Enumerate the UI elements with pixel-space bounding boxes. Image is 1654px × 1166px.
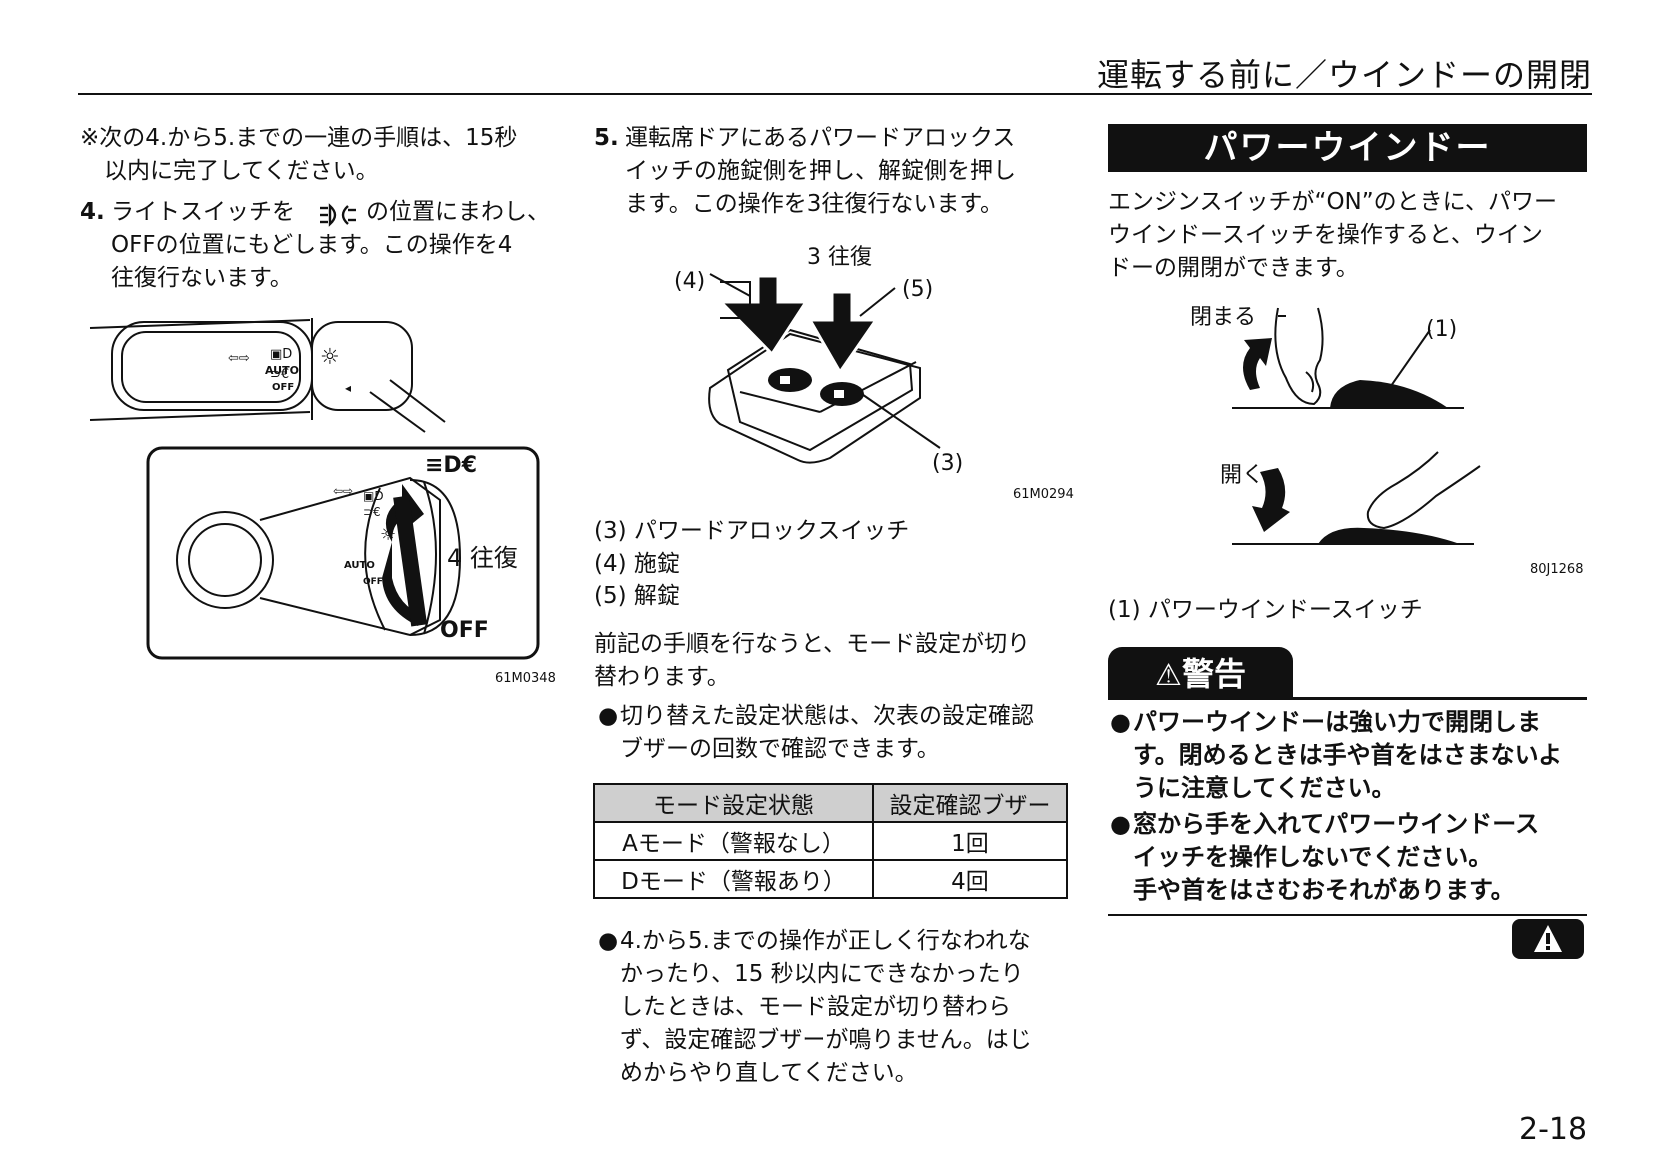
headlight-icon: [320, 203, 356, 227]
svg-text:⇦⇨: ⇦⇨: [228, 351, 250, 366]
fig2-code: 61M0294: [1013, 487, 1074, 502]
step-5-number: 5.: [594, 125, 619, 151]
table-header-row: モード設定状態 設定確認ブザー: [593, 783, 1068, 823]
fig3-callout-1: (1): [1426, 317, 1457, 342]
power-window-switch-figure: 閉まる (1) 開く: [1190, 305, 1481, 545]
fig3-close-label: 閉まる: [1190, 305, 1256, 330]
warning-1-line-1: パワーウインドーは強い力で開閉しま: [1133, 708, 1541, 736]
bullet-2-line-5: めからやり直してください。: [620, 1060, 918, 1086]
svg-text:≡D€: ≡D€: [425, 453, 477, 478]
step-5-line-1: 運転席ドアにあるパワードアロックス: [625, 125, 1016, 151]
step-4-line-1a: ライトスイッチを: [111, 199, 295, 225]
bullet-2-line-2: かったり、15 秒以内にできなかったり: [620, 961, 1024, 987]
note-line-1: ※次の4.から5.までの一連の手順は、15秒: [80, 125, 518, 151]
warning-end-mark: [1512, 919, 1584, 959]
section-title: パワーウインドー: [1108, 124, 1587, 172]
fig2-callout-3: (3): [932, 451, 963, 476]
bullet-1-dot: ●: [598, 703, 619, 729]
fig1-auto-label: AUTO: [265, 364, 299, 377]
svg-text:⇦⇨: ⇦⇨: [333, 484, 353, 498]
intro-line-3: ドーの開閉ができます。: [1108, 255, 1359, 281]
warning-rule-bottom: [1108, 914, 1587, 916]
svg-text:◂: ◂: [345, 381, 351, 395]
svg-text:☼: ☼: [320, 345, 340, 370]
legend-item-4: (4) 施錠: [594, 551, 680, 577]
warning-1-line-3: うに注意してください。: [1133, 774, 1396, 802]
warning-2-line-1: 窓から手を入れてパワーウインドース: [1133, 810, 1540, 838]
table-row: Dモード（警報あり） 4回: [593, 859, 1068, 899]
bullet-2-line-4: ず、設定確認ブザーが鳴りません。はじ: [620, 1027, 1032, 1053]
note-line-2: 以内に完了してください。: [104, 158, 379, 184]
step-4-line-3: 往復行ないます。: [111, 265, 293, 291]
bullet-1-line-1: 切り替えた設定状態は、次表の設定確認: [620, 703, 1034, 729]
light-switch-figure: ⇦⇨ ▣D ⊃€ ☼ ◂ ⇦⇨ ▣D ⊃€ ☼ ≡D€ AUTO OFF AUTO…: [89, 318, 540, 660]
svg-text:▣D: ▣D: [270, 347, 292, 362]
fig1-4times-label: 4 往復: [447, 544, 518, 572]
table-header-cell: 設定確認ブザー: [872, 783, 1068, 823]
warning-end-triangle-icon: [1534, 925, 1562, 952]
warning-tab: ⚠警告: [1108, 647, 1293, 699]
header-rule: [78, 93, 1592, 95]
svg-text:☼: ☼: [380, 524, 396, 545]
fig2-callout-5: (5): [902, 277, 933, 302]
svg-text:⊃€: ⊃€: [270, 367, 289, 382]
fig3-code: 80J1268: [1530, 562, 1584, 577]
legend-item-3: (3) パワードアロックスイッチ: [594, 518, 910, 544]
fig1-auto-label-2: AUTO: [344, 560, 375, 571]
table-cell: Aモード（警報なし）: [593, 821, 874, 861]
page-header-title: 運転する前に／ウインドーの開閉: [1096, 56, 1592, 94]
fig1-off-small-label: OFF: [272, 382, 294, 393]
warning-2-line-3: 手や首をはさむおそれがあります。: [1133, 876, 1515, 904]
svg-text:▣D: ▣D: [363, 489, 384, 503]
table-row: Aモード（警報なし） 1回: [593, 821, 1068, 861]
warning-triangle-icon: ⚠: [1155, 658, 1182, 693]
door-lock-switch-figure: 3 往復 (4) (5) (3): [674, 245, 963, 476]
warning-1-line-2: す。閉めるときは手や首をはさまないよ: [1133, 741, 1563, 769]
fig1-code: 61M0348: [495, 671, 556, 686]
bullet-2-dot: ●: [598, 928, 619, 954]
fig2-callout-4: (4): [674, 269, 705, 294]
bullet-2-line-1: 4.から5.までの操作が正しく行なわれな: [620, 928, 1031, 954]
fig1-off-small-label-2: OFF: [363, 577, 383, 587]
after-line-1: 前記の手順を行なうと、モード設定が切り: [594, 631, 1031, 657]
svg-text:⊃€: ⊃€: [363, 505, 381, 519]
table-header-cell: モード設定状態: [593, 783, 874, 823]
warning-label: 警告: [1181, 655, 1246, 693]
step-4-line-2: OFFの位置にもどします。この操作を4: [111, 232, 513, 258]
intro-line-1: エンジンスイッチが“ON”のときに、パワー: [1108, 189, 1557, 215]
table-cell: 1回: [872, 821, 1068, 861]
mode-table: モード設定状態 設定確認ブザー Aモード（警報なし） 1回 Dモード（警報あり）…: [593, 783, 1068, 899]
warning-rule-top: [1108, 697, 1587, 700]
fig3-legend: (1) パワーウインドースイッチ: [1108, 597, 1423, 623]
warning-2-line-2: イッチを操作しないでください。: [1133, 843, 1493, 871]
fig3-open-label: 開く: [1220, 463, 1264, 488]
bullet-1-line-2: ブザーの回数で確認できます。: [620, 736, 940, 762]
step-4-line-1b: の位置にまわし、: [366, 199, 550, 225]
after-line-2: 替わります。: [594, 664, 730, 690]
step-5-line-3: ます。この操作を3往復行ないます。: [625, 191, 1004, 217]
table-cell: Dモード（警報あり）: [593, 859, 874, 899]
intro-line-2: ウインドースイッチを操作すると、ウイン: [1108, 222, 1543, 248]
step-4-number: 4.: [80, 199, 105, 225]
page-number: 2-18: [1519, 1112, 1588, 1147]
fig2-3times-label: 3 往復: [807, 245, 872, 270]
step-5-line-2: イッチの施錠側を押し、解錠側を押し: [625, 158, 1016, 184]
fig1-off-label: OFF: [440, 618, 489, 643]
warning-bullet-1-dot: ●: [1110, 708, 1131, 736]
bullet-2-line-3: したときは、モード設定が切り替わら: [620, 994, 1011, 1020]
table-cell: 4回: [872, 859, 1068, 899]
warning-bullet-2-dot: ●: [1110, 810, 1131, 838]
legend-item-5: (5) 解錠: [594, 583, 680, 609]
